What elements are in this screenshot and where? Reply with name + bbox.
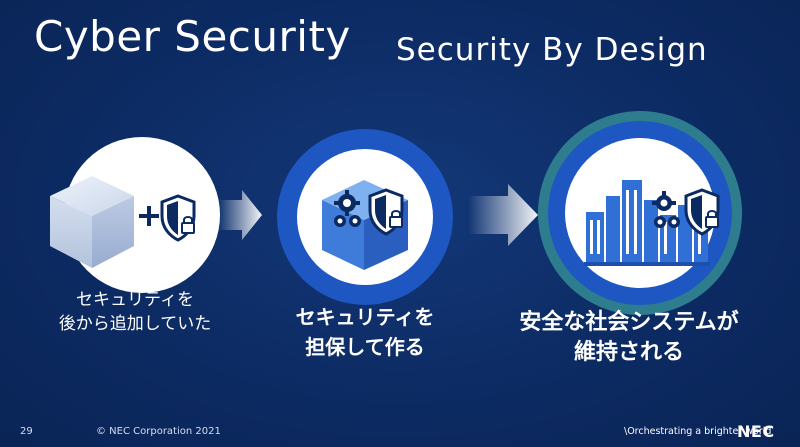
- step-3-caption-line2: 維持される: [573, 340, 684, 365]
- slide-subtitle: Security By Design: [396, 32, 708, 68]
- brand-tagline: \Orchestrating a brighter world: [624, 426, 772, 437]
- arrow-1-icon: [218, 190, 262, 240]
- building-windows: [590, 190, 701, 254]
- arrow-2-icon: [468, 184, 538, 246]
- slide-title: Cyber Security: [34, 12, 351, 61]
- step-2-caption: セキュリティを 担保して作る: [265, 302, 465, 362]
- plus-icon: [139, 206, 159, 226]
- gears-icon: [652, 191, 680, 228]
- step-2-caption-line1: セキュリティを: [295, 305, 435, 329]
- step-2-group: [277, 129, 453, 305]
- gears-icon: [334, 190, 361, 227]
- shield-lock-icon: [684, 188, 720, 236]
- step-1-caption-line2: 後から追加していた: [58, 314, 212, 334]
- shield-lock-icon: [160, 194, 196, 242]
- step-3-caption-line1: 安全な社会システムが: [519, 310, 739, 335]
- step-1-group: [50, 137, 220, 293]
- step-1-caption-line1: セキュリティを: [76, 290, 194, 310]
- step-3-caption: 安全な社会システムが 維持される: [494, 308, 764, 368]
- step-2-caption-line2: 担保して作る: [305, 335, 425, 359]
- nec-logo: NEC: [737, 422, 775, 441]
- step-1-caption: セキュリティを 後から追加していた: [30, 288, 240, 336]
- page-number: 29: [20, 426, 33, 437]
- shield-lock-icon: [368, 188, 404, 236]
- copyright-text: © NEC Corporation 2021: [96, 426, 221, 437]
- step-3-group: [538, 111, 742, 315]
- plain-cube-icon: [50, 176, 134, 268]
